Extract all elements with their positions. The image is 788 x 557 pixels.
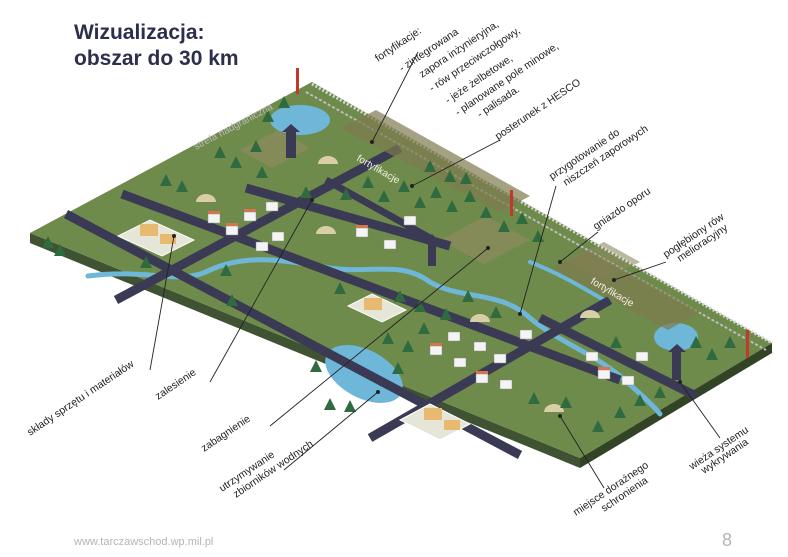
label-zabagnienie: zabagnienie (199, 413, 253, 455)
depot-building (160, 234, 176, 244)
leader-dot (310, 198, 314, 202)
leader-dot (410, 184, 414, 188)
depot-compound (398, 403, 472, 441)
leader-dot (376, 390, 380, 394)
lake (270, 105, 330, 135)
leader-dot (486, 246, 490, 250)
footer-url: www.tarczawschod.wp.mil.pl (74, 536, 214, 548)
ground-slab-side-right (580, 343, 772, 468)
leader-dot (558, 414, 562, 418)
watch-tower (282, 124, 300, 158)
shelter (544, 404, 564, 412)
depot-building (424, 408, 442, 420)
title-line-1: Wizualizacja: (74, 21, 205, 44)
leader-dot (518, 312, 522, 316)
title-line-2: obszar do 30 km (74, 47, 239, 70)
depot-compound (116, 219, 196, 257)
shelter (580, 310, 600, 318)
river (85, 257, 663, 417)
shelter (470, 314, 490, 322)
label-gniazdo: gniazdo oporu (591, 185, 653, 232)
fortification-belt (340, 110, 530, 212)
lake (654, 323, 698, 351)
label-sklady: składy sprzętu i materiałów (25, 358, 137, 439)
trees (42, 96, 736, 432)
leader-dot (678, 380, 682, 384)
leader-dot (172, 234, 176, 238)
river-branch (528, 260, 606, 302)
leader-dot (612, 278, 616, 282)
road (324, 176, 432, 242)
page-title: Wizualizacja: obszar do 30 km (74, 20, 239, 72)
shelter (316, 226, 336, 234)
border-post (296, 68, 299, 94)
border-post (510, 190, 513, 216)
border-post (746, 330, 749, 358)
depot-building (140, 224, 158, 236)
road (120, 189, 622, 385)
road (113, 144, 403, 304)
shelter (196, 194, 216, 202)
fortification-belt (552, 250, 700, 330)
road (537, 313, 699, 401)
watch-tower (668, 344, 686, 380)
depot-building (364, 298, 382, 310)
road (244, 183, 452, 251)
leader-lines (149, 51, 721, 489)
watch-tower (424, 234, 440, 266)
leader-dot (558, 260, 562, 264)
leader-dot (370, 140, 374, 144)
house-roofs (208, 209, 610, 374)
shelter (318, 156, 338, 164)
depot-building (444, 420, 460, 430)
page-number: 8 (722, 530, 733, 550)
village-houses (207, 201, 649, 390)
label-zalesienie: zalesienie (153, 366, 199, 402)
